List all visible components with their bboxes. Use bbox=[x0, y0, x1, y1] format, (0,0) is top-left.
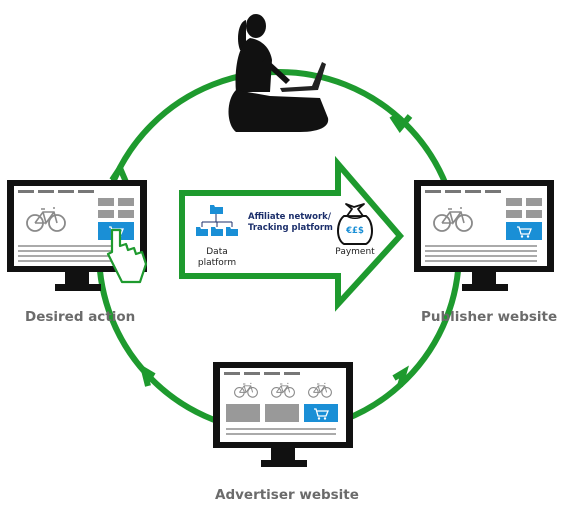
desired-action-label: Desired action bbox=[25, 309, 136, 325]
folder-tree-icon bbox=[196, 205, 238, 236]
network-label-line2: Tracking platform bbox=[248, 223, 333, 233]
center-flow-arrow bbox=[179, 155, 405, 312]
chevron-icon bbox=[392, 365, 409, 387]
advertiser-website-label: Advertiser website bbox=[215, 487, 359, 503]
person-with-laptop-icon bbox=[228, 14, 329, 132]
currency-symbols: €£$ bbox=[346, 226, 364, 236]
pointing-hand-cursor-icon bbox=[106, 228, 148, 284]
payment-label: Payment bbox=[335, 247, 375, 257]
publisher-website-label: Publisher website bbox=[421, 309, 558, 325]
data-platform-label-line1: Data bbox=[206, 247, 228, 257]
publisher-website-monitor bbox=[414, 180, 554, 291]
cycle-direction-chevrons bbox=[109, 114, 413, 387]
chevron-icon bbox=[139, 363, 156, 387]
chevron-icon bbox=[389, 114, 413, 134]
network-label-line1: Affiliate network/ bbox=[248, 212, 331, 222]
data-platform-label-line2: platform bbox=[197, 258, 237, 268]
chevron-icon bbox=[109, 161, 129, 184]
advertiser-website-monitor bbox=[213, 362, 353, 467]
money-bag-icon bbox=[337, 203, 373, 245]
